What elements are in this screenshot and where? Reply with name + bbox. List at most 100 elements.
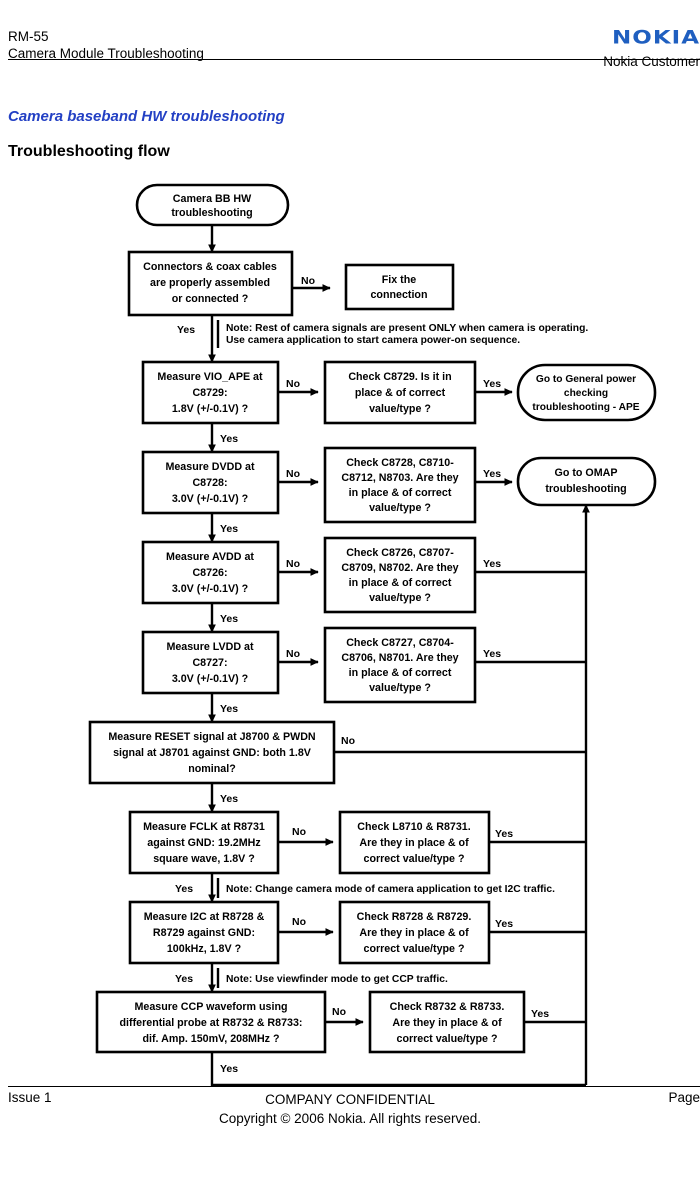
page-header: RM-55 Camera Module Troubleshooting NOKI… — [0, 28, 700, 70]
fclk-check-line3: correct value/type ? — [364, 853, 465, 865]
edge-label-avdd-no: No — [286, 558, 300, 570]
avdd-check-line1: Check C8726, C8707- — [346, 547, 454, 559]
fclk-check-line2: Are they in place & of — [359, 837, 469, 849]
dvdd-measure-line3: 3.0V (+/-0.1V) ? — [172, 493, 248, 505]
edge-label-vio-check-yes: Yes — [483, 378, 501, 390]
edge-label-ccp-no: No — [332, 1006, 346, 1018]
header-organization: Nokia Customer — [603, 54, 700, 69]
dvdd-check-line2: C8712, N8703. Are they — [341, 472, 458, 484]
edge-label-lvdd-check-yes: Yes — [483, 648, 501, 660]
general-power-line3: troubleshooting - APE — [532, 402, 639, 413]
flow-node-check-fclk: Check L8710 & R8731. Are they in place &… — [338, 810, 491, 875]
ccp-measure-line1: Measure CCP waveform using — [134, 1001, 287, 1013]
vio-check-line3: value/type ? — [369, 403, 431, 415]
header-right: NOKIA Nokia Customer — [603, 28, 700, 70]
nokia-logo: NOKIA — [612, 27, 700, 49]
edge-label-dvdd-yes: Yes — [220, 523, 238, 535]
dvdd-check-line4: value/type ? — [369, 502, 431, 514]
ccp-measure-line2: differential probe at R8732 & R8733: — [120, 1017, 303, 1029]
i2c-measure-line3: 100kHz, 1.8V ? — [167, 943, 241, 955]
ccp-check-line2: Are they in place & of — [392, 1017, 502, 1029]
connectors-line2: are properly assembled — [150, 277, 270, 289]
general-power-line1: Go to General power — [536, 374, 636, 385]
start-node-line2: troubleshooting — [171, 207, 252, 219]
flow-node-check-i2c: Check R8728 & R8729. Are they in place &… — [338, 900, 491, 965]
edge-label-reset-yes: Yes — [220, 793, 238, 805]
edge-label-ccp-yes: Yes — [220, 1063, 238, 1075]
flow-node-measure-avdd: Measure AVDD at C8726: 3.0V (+/-0.1V) ? — [141, 540, 280, 605]
fix-connection-line2: connection — [370, 289, 427, 301]
flow-node-measure-ccp: Measure CCP waveform using differential … — [95, 990, 327, 1054]
dvdd-check-line1: Check C8728, C8710- — [346, 457, 454, 469]
fclk-measure-line3: square wave, 1.8V ? — [153, 853, 255, 865]
connectors-line3: or connected ? — [172, 293, 249, 305]
flow-node-fix-connection: Fix the connection — [344, 263, 455, 311]
avdd-measure-line2: C8726: — [192, 567, 227, 579]
edge-label-reset-no: No — [341, 735, 355, 747]
troubleshooting-flowchart: Camera BB HW troubleshooting Connectors … — [88, 183, 657, 1087]
dvdd-measure-line2: C8728: — [192, 477, 227, 489]
fclk-measure-line1: Measure FCLK at R8731 — [143, 821, 265, 833]
vio-measure-line1: Measure VIO_APE at — [157, 371, 263, 383]
lvdd-check-line3: in place & of correct — [349, 667, 452, 679]
section-heading: Camera baseband HW troubleshooting — [8, 108, 285, 125]
note-signals: Note: Rest of camera signals are present… — [216, 320, 588, 348]
flow-terminal-general-power: Go to General power checking troubleshoo… — [516, 363, 657, 422]
omap-line1: Go to OMAP — [555, 467, 618, 479]
flow-node-measure-fclk: Measure FCLK at R8731 against GND: 19.2M… — [128, 810, 280, 875]
edge-label-fclk-check-yes: Yes — [495, 828, 513, 840]
dvdd-measure-line1: Measure DVDD at — [165, 461, 255, 473]
footer-confidential: COMPANY CONFIDENTIAL — [265, 1092, 435, 1107]
edge-label-i2c-no: No — [292, 916, 306, 928]
general-power-line2: checking — [564, 388, 608, 399]
edge-label-vio-no: No — [286, 378, 300, 390]
lvdd-check-line2: C8706, N8701. Are they — [341, 652, 458, 664]
footer-divider — [8, 1086, 700, 1087]
edge-label-dvdd-no: No — [286, 468, 300, 480]
vio-measure-line3: 1.8V (+/-0.1V) ? — [172, 403, 248, 415]
vio-check-line2: place & of correct — [355, 387, 446, 399]
flow-node-check-avdd: Check C8726, C8707- C8709, N8702. Are th… — [323, 536, 477, 614]
flow-node-connectors: Connectors & coax cables are properly as… — [127, 250, 294, 317]
flow-connectors — [208, 225, 590, 1087]
vio-measure-line2: C8729: — [192, 387, 227, 399]
avdd-measure-line3: 3.0V (+/-0.1V) ? — [172, 583, 248, 595]
flow-node-check-vio-ape: Check C8729. Is it in place & of correct… — [323, 360, 477, 425]
dvdd-check-line3: in place & of correct — [349, 487, 452, 499]
note-signals-line2: Use camera application to start camera p… — [226, 335, 520, 346]
flow-node-measure-reset-pwdn: Measure RESET signal at J8700 & PWDN sig… — [88, 720, 336, 785]
edge-label-i2c-yes: Yes — [175, 973, 193, 985]
footer-center: COMPANY CONFIDENTIAL Copyright © 2006 No… — [0, 1090, 700, 1128]
edge-label-ccp-check-yes: Yes — [531, 1008, 549, 1020]
document-code: RM-55 — [8, 29, 49, 44]
edge-label-avdd-yes: Yes — [220, 613, 238, 625]
i2c-check-line1: Check R8728 & R8729. — [357, 911, 472, 923]
footer-copyright: Copyright © 2006 Nokia. All rights reser… — [218, 1111, 482, 1126]
edge-label-connectors-yes: Yes — [177, 324, 195, 336]
edge-label-fclk-yes: Yes — [175, 883, 193, 895]
fclk-measure-line2: against GND: 19.2MHz — [147, 837, 260, 849]
flow-node-check-lvdd: Check C8727, C8704- C8706, N8701. Are th… — [323, 626, 477, 704]
lvdd-measure-line1: Measure LVDD at — [166, 641, 254, 653]
document-title: Camera Module Troubleshooting — [8, 46, 204, 61]
note-i2c-line1: Note: Change camera mode of camera appli… — [226, 884, 555, 895]
avdd-measure-line1: Measure AVDD at — [166, 551, 254, 563]
ccp-check-line1: Check R8732 & R8733. — [390, 1001, 505, 1013]
reset-measure-line1: Measure RESET signal at J8700 & PWDN — [108, 731, 315, 743]
flow-node-measure-lvdd: Measure LVDD at C8727: 3.0V (+/-0.1V) ? — [141, 630, 280, 695]
flow-node-measure-vio-ape: Measure VIO_APE at C8729: 1.8V (+/-0.1V)… — [141, 360, 280, 425]
ccp-measure-line3: dif. Amp. 150mV, 208MHz ? — [143, 1033, 280, 1045]
i2c-check-line2: Are they in place & of — [359, 927, 469, 939]
lvdd-check-line4: value/type ? — [369, 682, 431, 694]
flow-start-node: Camera BB HW troubleshooting — [135, 183, 290, 227]
vio-check-line1: Check C8729. Is it in — [348, 371, 451, 383]
edge-label-connectors-no: No — [301, 275, 315, 287]
page-title: Troubleshooting flow — [8, 143, 170, 160]
footer-issue: Issue 1 — [8, 1090, 52, 1105]
flow-terminal-omap: Go to OMAP troubleshooting — [516, 456, 657, 507]
flow-node-check-dvdd: Check C8728, C8710- C8712, N8703. Are th… — [323, 446, 477, 524]
i2c-measure-line2: R8729 against GND: — [153, 927, 255, 939]
lvdd-measure-line2: C8727: — [192, 657, 227, 669]
avdd-check-line3: in place & of correct — [349, 577, 452, 589]
